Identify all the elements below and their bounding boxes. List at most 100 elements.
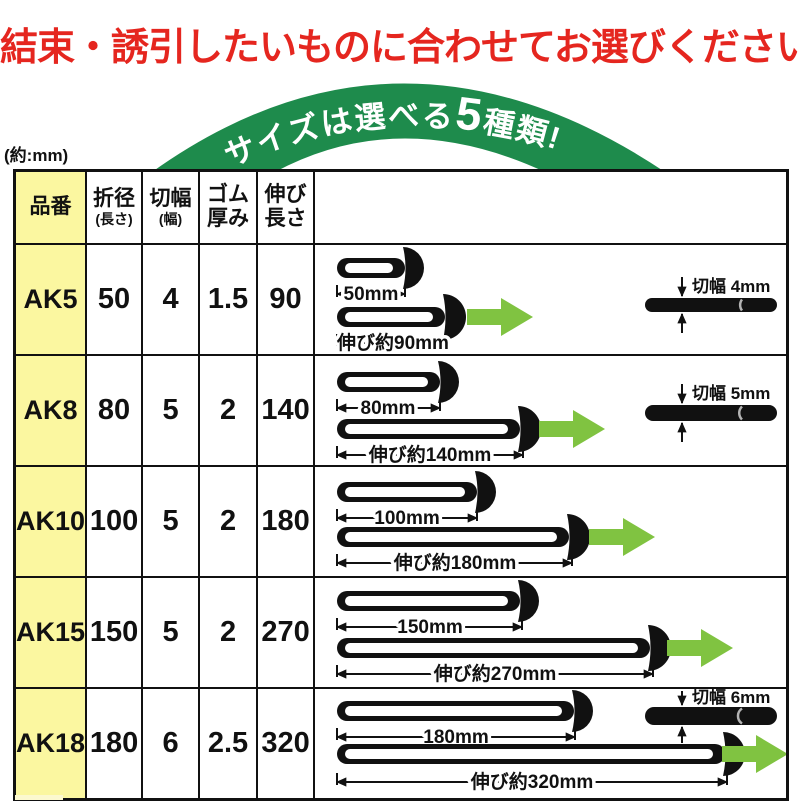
band-diagram-ak8: 80mm 伸び約140mm 切幅 5 (335, 360, 778, 465)
product-code-cell: AK10 (13, 464, 88, 578)
stretch-arrow-icon (539, 409, 606, 448)
cut-mark (738, 405, 743, 420)
band-knot (518, 579, 540, 622)
stretched-dimension: 伸び約180mm (335, 547, 574, 576)
diagram-cell: 150mm 伸び約270mm (313, 575, 789, 689)
fold-diameter-cell: 150 (85, 575, 144, 689)
table-row-ak5: AK5 50 4 1.5 90 50mm (13, 242, 789, 356)
folded-band-diagram (337, 689, 594, 732)
band-knot (567, 513, 591, 560)
column-header-cut-width: 切幅 (幅) (141, 169, 201, 245)
cross-section-diagram: 切幅 6mm (645, 689, 778, 743)
folded-band-diagram (337, 360, 460, 403)
stretched-band-diagram (337, 731, 746, 776)
column-header-diagram (313, 169, 789, 245)
band-diagram-ak10: 100mm 伸び約180mm (335, 470, 656, 576)
dimension-label: 80mm (361, 398, 416, 419)
stretch-length-cell: 270 (256, 575, 316, 689)
band-knot (648, 624, 672, 671)
fold-diameter-cell: 50 (85, 242, 144, 356)
thickness-cell: 1.5 (198, 242, 259, 356)
diagram-cell: 100mm 伸び約180mm (313, 464, 789, 578)
table-header-row: 品番 折径 (長さ) 切幅 (幅) ゴム 厚み 伸び 長さ (13, 169, 789, 245)
dimension-label: 100mm (374, 508, 440, 529)
column-header-rubber-thickness: ゴム 厚み (198, 169, 259, 245)
cutoff-partial-element (15, 795, 63, 800)
thickness-cell: 2 (198, 353, 259, 467)
stretch-arrow-icon (667, 628, 734, 667)
product-code-cell: AK5 (13, 242, 88, 356)
diagram-cell: 180mm 伸び約320mm 切幅 (313, 686, 789, 800)
folded-band-diagram (337, 579, 540, 622)
cross-section-label: 切幅 6mm (692, 689, 770, 707)
fold-diameter-cell: 180 (85, 686, 144, 800)
stretch-arrow-icon (722, 734, 787, 773)
spec-table: 品番 折径 (長さ) 切幅 (幅) ゴム 厚み 伸び 長さ AK5 50 4 1… (13, 169, 790, 801)
dimension-label: 伸び約270mm (433, 662, 557, 685)
stretched-band-diagram (337, 513, 591, 560)
stretch-length-cell: 90 (256, 242, 316, 356)
band-diagram-ak15: 150mm 伸び約270mm (335, 579, 734, 687)
dimension-label: 伸び約90mm (336, 331, 449, 354)
page-title: 結束・誘引したいものに合わせてお選びください (0, 27, 800, 69)
band-knot (403, 246, 425, 289)
band-knot (518, 405, 542, 452)
stretched-band-diagram (337, 293, 467, 340)
cut-width-cell: 5 (141, 575, 201, 689)
folded-dimension: 50mm (335, 280, 407, 308)
stretch-length-cell: 320 (256, 686, 316, 800)
stretch-arrow-icon (589, 517, 656, 556)
cut-width-cell: 4 (141, 242, 201, 356)
column-header-product-code: 品番 (13, 169, 88, 245)
band-diagram-ak18: 180mm 伸び約320mm 切幅 (335, 689, 787, 796)
cross-section-label: 切幅 4mm (692, 276, 770, 296)
stretched-dimension: 伸び約320mm (335, 766, 729, 796)
cut-width-cell: 5 (141, 464, 201, 578)
stretched-dimension: 伸び約140mm (335, 439, 525, 465)
thickness-cell: 2 (198, 464, 259, 578)
size-banner-arc: サイズは選べる5種類! (152, 83, 665, 172)
stretched-band-diagram (337, 624, 672, 671)
band-knot (443, 293, 467, 340)
dimension-label: 150mm (397, 617, 463, 638)
stretched-dimension: 伸び約90mm (333, 327, 453, 354)
cut-mark (738, 298, 744, 311)
banner-arc-shape (152, 83, 665, 172)
stretch-arrow-icon (467, 297, 534, 336)
folded-band-diagram (337, 246, 425, 289)
folded-dimension: 80mm (335, 394, 442, 422)
cross-section-diagram: 切幅 5mm (645, 383, 778, 442)
table-row-ak18: AK18 180 6 2.5 320 180mm (13, 686, 789, 800)
diagram-cell: 50mm 伸び約90mm 切幅 4m (313, 242, 789, 356)
table-row-ak8: AK8 80 5 2 140 80mm (13, 353, 789, 467)
folded-dimension: 150mm (335, 613, 524, 641)
table-row-ak10: AK10 100 5 2 180 100mm (13, 464, 789, 578)
dimension-label: 伸び約320mm (470, 770, 594, 793)
product-code-cell: AK8 (13, 353, 88, 467)
cut-width-cell: 6 (141, 686, 201, 800)
cross-section-diagram: 切幅 4mm (645, 276, 778, 333)
stretched-dimension: 伸び約270mm (335, 658, 655, 687)
fold-diameter-cell: 100 (85, 464, 144, 578)
cross-section-label: 切幅 5mm (692, 383, 770, 403)
diagram-cell: 80mm 伸び約140mm 切幅 5 (313, 353, 789, 467)
column-header-stretch-length: 伸び 長さ (256, 169, 316, 245)
band-diagram-ak5: 50mm 伸び約90mm 切幅 4m (333, 246, 778, 354)
band-knot (572, 689, 594, 732)
band-knot (438, 360, 460, 403)
thickness-cell: 2.5 (198, 686, 259, 800)
stretch-length-cell: 140 (256, 353, 316, 467)
dimension-label: 伸び約180mm (393, 551, 517, 574)
cut-mark (736, 706, 743, 725)
fold-diameter-cell: 80 (85, 353, 144, 467)
folded-band-diagram (337, 470, 497, 513)
dimension-label: 伸び約140mm (368, 443, 492, 465)
dimension-label: 50mm (344, 284, 399, 305)
product-code-cell: AK18 (13, 686, 88, 800)
table-row-ak15: AK15 150 5 2 270 150mm (13, 575, 789, 689)
thickness-cell: 2 (198, 575, 259, 689)
stretch-length-cell: 180 (256, 464, 316, 578)
cut-width-cell: 5 (141, 353, 201, 467)
unit-note: (約:mm) (4, 146, 69, 165)
stretched-band-diagram (337, 405, 542, 452)
